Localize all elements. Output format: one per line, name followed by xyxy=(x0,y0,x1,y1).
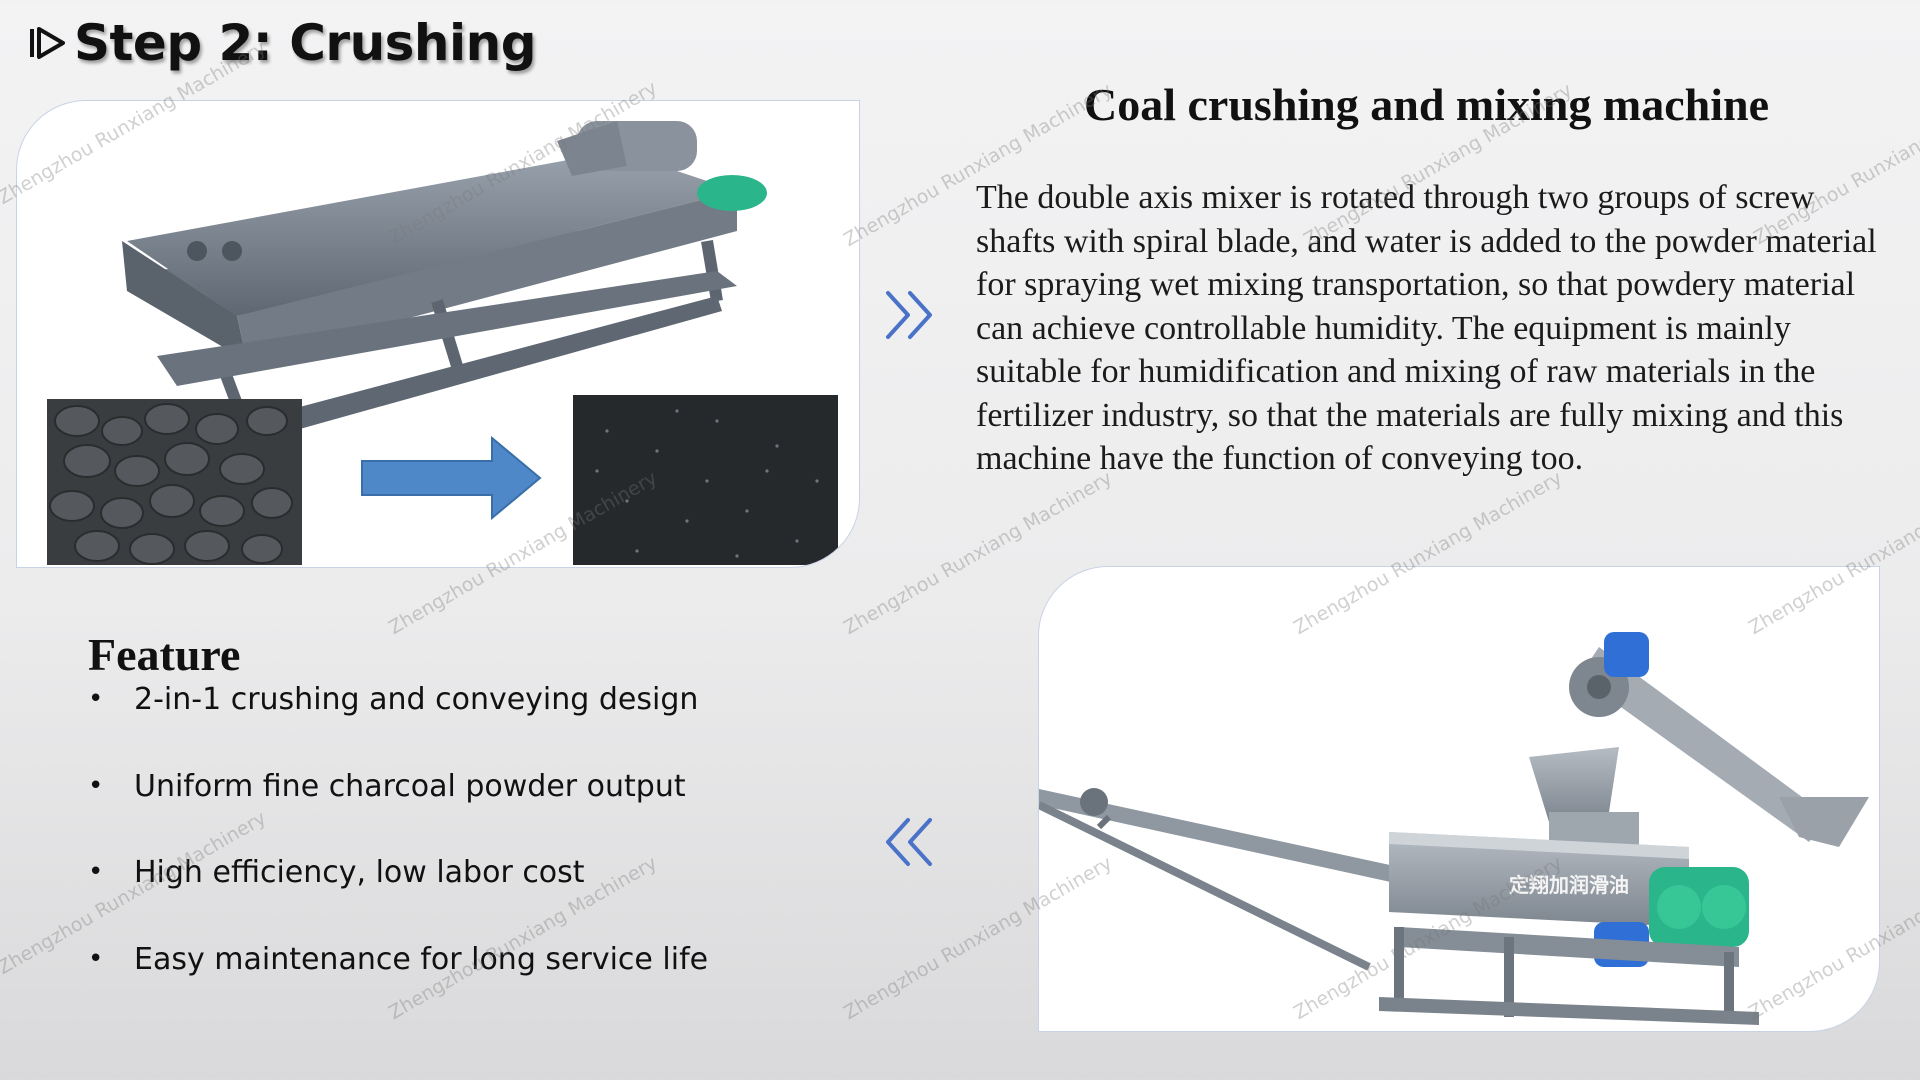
play-outline-icon xyxy=(30,27,65,59)
machine-description: The double axis mixer is rotated through… xyxy=(976,179,1877,477)
machine-label: 定翔加润滑油 xyxy=(1509,873,1629,897)
slide-header: Step 2: Crushing xyxy=(26,14,537,72)
chevron-double-right-icon xyxy=(886,291,932,339)
mixing-machine-image-panel: 定翔加润滑油 xyxy=(1038,566,1880,1032)
feature-heading: Feature xyxy=(88,629,241,680)
arrow-right-icon xyxy=(361,435,542,521)
mixing-machine-image: 定翔加润滑油 xyxy=(1039,632,1869,1025)
bullet: • xyxy=(88,943,104,974)
page-title: Step 2: Crushing xyxy=(74,14,537,72)
feature-text: Uniform fine charcoal powder output xyxy=(134,768,686,804)
bullet: • xyxy=(88,770,104,801)
bullet: • xyxy=(88,684,104,714)
chevron-double-left-icon xyxy=(886,818,932,866)
machine-title: Coal crushing and mixing machine xyxy=(1084,79,1769,130)
feature-text: Easy maintenance for long service life xyxy=(134,941,709,977)
feature-text: High efficiency, low labor cost xyxy=(134,855,585,890)
crusher-machine-image xyxy=(47,121,838,565)
crusher-image-panel xyxy=(16,100,860,568)
feature-text: 2-in-1 crushing and conveying design xyxy=(134,682,699,717)
bullet: • xyxy=(88,857,104,887)
